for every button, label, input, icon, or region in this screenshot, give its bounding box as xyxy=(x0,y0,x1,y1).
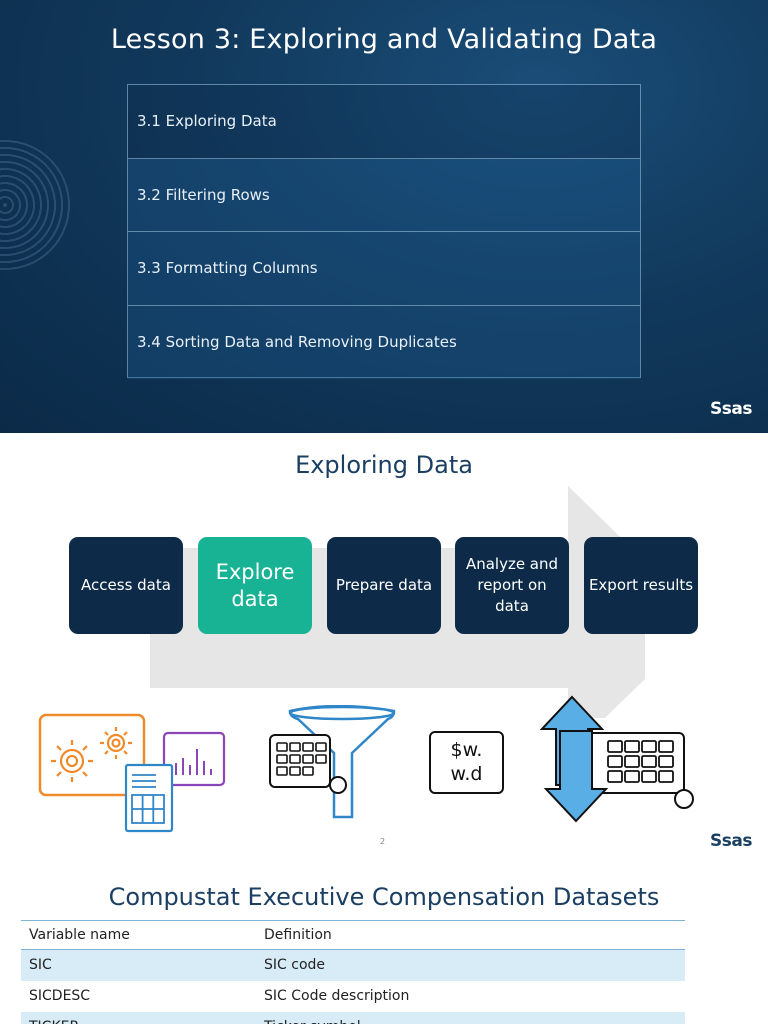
lesson-item-label: 3.1 Exploring Data xyxy=(137,112,277,131)
page-number: 2 xyxy=(380,837,386,846)
table-row: SICDESC SIC Code description xyxy=(21,980,685,1012)
format-label: w.d xyxy=(450,763,483,785)
step-label: Prepare data xyxy=(335,576,433,594)
table-cell: SICDESC xyxy=(21,980,256,1012)
filter-rows-icon xyxy=(269,705,396,819)
sas-logo: Ssas xyxy=(710,831,752,851)
table-cell: SIC xyxy=(21,949,256,981)
step-explore-data: Explore data xyxy=(198,537,312,634)
slide-title: Exploring Data xyxy=(295,451,473,479)
table-cell: TICKER xyxy=(21,1011,256,1024)
sas-logo: Ssas xyxy=(710,399,752,419)
lesson-item-label: 3.2 Filtering Rows xyxy=(137,185,270,204)
table-row: SIC SIC code xyxy=(21,949,685,981)
step-analyze-report: Analyze and report on data xyxy=(455,537,569,634)
lesson-title: Lesson 3: Exploring and Validating Data xyxy=(110,24,658,55)
exploring-data-slide: Exploring Data Access data Explore data … xyxy=(0,433,768,865)
table-row: TICKER Ticker symbol xyxy=(21,1011,685,1024)
table-header-row: Variable name Definition xyxy=(21,920,685,950)
column-header: Variable name xyxy=(21,920,256,950)
lesson-slide: Lesson 3: Exploring and Validating Data … xyxy=(0,0,768,433)
step-access-data: Access data xyxy=(69,537,183,634)
variables-table: Variable name Definition SIC SIC code SI… xyxy=(21,920,685,1024)
step-label: Analyze and report on data xyxy=(465,555,559,615)
step-label: Explore data xyxy=(215,559,295,611)
table-cell: SIC Code description xyxy=(256,980,685,1012)
step-label: Export results xyxy=(588,576,694,594)
lesson-item-label: 3.4 Sorting Data and Removing Duplicates xyxy=(137,333,457,352)
sort-data-icon xyxy=(540,695,694,823)
lesson-item-label: 3.3 Formatting Columns xyxy=(137,259,318,278)
slide-title: Compustat Executive Compensation Dataset… xyxy=(108,883,660,911)
lesson-item-3-4[interactable]: 3.4 Sorting Data and Removing Duplicates xyxy=(128,305,640,379)
lesson-item-3-3[interactable]: 3.3 Formatting Columns xyxy=(128,232,640,306)
lesson-item-3-1[interactable]: 3.1 Exploring Data xyxy=(128,85,640,159)
table-cell: SIC code xyxy=(256,949,685,981)
step-prepare-data: Prepare data xyxy=(327,537,441,634)
access-data-icon xyxy=(38,713,226,833)
decorative-dot-pattern xyxy=(0,140,70,270)
table-cell: Ticker symbol xyxy=(256,1011,685,1024)
step-label: Access data xyxy=(81,576,171,594)
step-export-results: Export results xyxy=(584,537,698,634)
lesson-item-3-2[interactable]: 3.2 Filtering Rows xyxy=(128,158,640,232)
column-header: Definition xyxy=(256,920,685,950)
format-columns-icon: $w. w.d xyxy=(429,731,504,794)
format-label: $w. xyxy=(450,739,483,761)
lesson-contents-table: 3.1 Exploring Data 3.2 Filtering Rows 3.… xyxy=(127,84,641,379)
compustat-slide: Compustat Executive Compensation Dataset… xyxy=(0,865,768,1024)
